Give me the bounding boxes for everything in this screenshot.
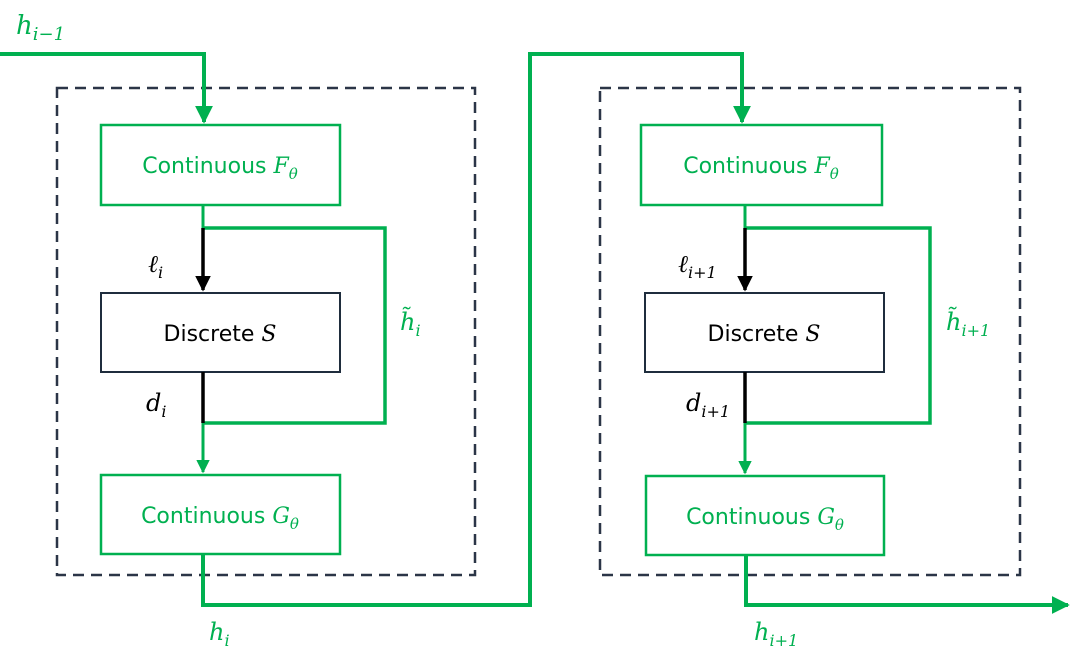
g-subscript: θ: [835, 516, 844, 534]
f-box-label: Continuous: [142, 154, 273, 179]
output-label: hi+1: [754, 618, 798, 650]
block-i-dashed-boundary: [55, 86, 477, 577]
bypass-flow-line: [745, 226, 932, 425]
block-i-discrete-s-box: Discrete S: [100, 292, 341, 373]
bypass-flow-line: [203, 226, 387, 425]
input-flow-line: [0, 52, 213, 124]
svg-text:Continuous Gθ: Continuous Gθ: [141, 504, 299, 533]
bypass-label: h̃i: [400, 307, 421, 340]
svg-text:Continuous Fθ: Continuous Fθ: [142, 154, 298, 183]
svg-text:Continuous Gθ: Continuous Gθ: [686, 505, 844, 534]
d-label: di: [146, 389, 167, 421]
output-label: hi: [209, 618, 230, 650]
l-label: ℓi: [148, 250, 163, 282]
g-subscript: θ: [290, 515, 299, 533]
g-symbol: G: [272, 504, 290, 529]
s-symbol: S: [261, 322, 276, 347]
svg-text:Discrete S: Discrete S: [708, 322, 821, 347]
bypass-label: h̃i+1: [946, 307, 990, 340]
s-box-label: Discrete: [164, 322, 262, 347]
input-label: hi−1: [16, 11, 65, 45]
g-box-label: Continuous: [686, 505, 817, 530]
s-symbol: S: [805, 322, 820, 347]
l-label: ℓi+1: [678, 250, 717, 282]
svg-text:Discrete S: Discrete S: [164, 322, 277, 347]
f-symbol: F: [813, 154, 830, 179]
block-i-plus-1-continuous-f-box: Continuous Fθ: [639, 123, 884, 207]
output-flow-line: [744, 555, 1070, 614]
d-label: di+1: [686, 389, 730, 421]
g-symbol: G: [817, 505, 835, 530]
block-i-continuous-f-box: Continuous Fθ: [99, 123, 342, 207]
s-box-label: Discrete: [708, 322, 806, 347]
inter-block-flow-line: [201, 52, 751, 607]
g-box-label: Continuous: [141, 504, 272, 529]
f-subscript: θ: [830, 165, 839, 183]
f-subscript: θ: [289, 165, 298, 183]
block-i-plus-1-dashed-boundary: [598, 86, 1022, 577]
svg-text:Continuous Fθ: Continuous Fθ: [683, 154, 839, 183]
f-symbol: F: [272, 154, 289, 179]
block-i-continuous-g-box: Continuous Gθ: [99, 473, 342, 556]
block-i-plus-1-discrete-s-box: Discrete S: [644, 292, 885, 373]
f-box-label: Continuous: [683, 154, 814, 179]
block-i-plus-1-continuous-g-box: Continuous Gθ: [644, 474, 886, 557]
